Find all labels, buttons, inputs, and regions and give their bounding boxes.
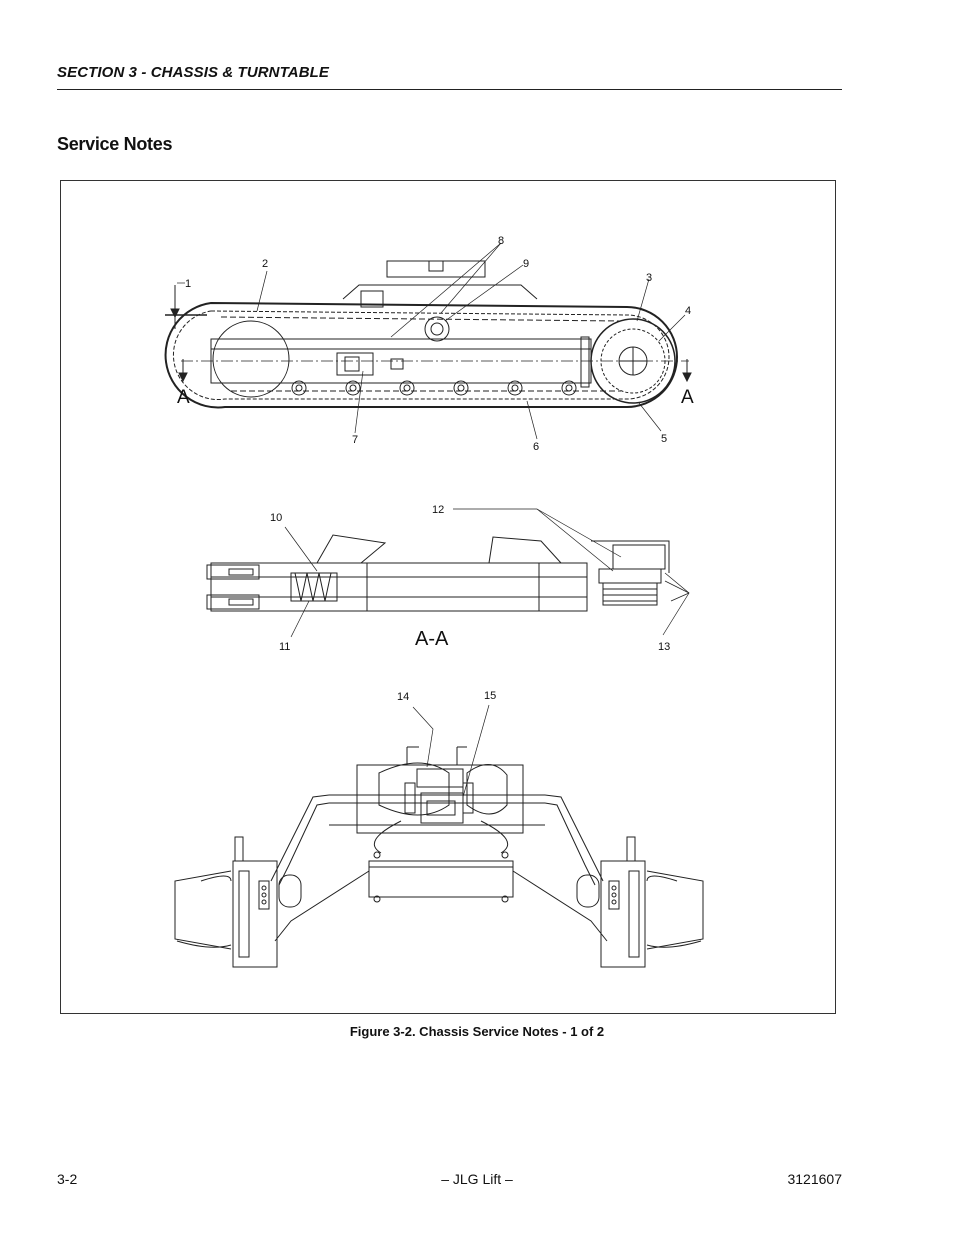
callout-10: 10 [270, 512, 282, 524]
figure-frame: 1 2 3 4 5 6 7 8 9 10 11 12 13 14 15 A A … [60, 180, 836, 1014]
callout-13: 13 [658, 641, 670, 653]
callout-6: 6 [533, 441, 539, 453]
section-mark-left: A [177, 387, 190, 408]
callout-7: 7 [352, 434, 358, 446]
chassis-drawing: 1 2 3 4 5 6 7 8 9 10 11 12 13 14 15 A A … [164, 235, 704, 968]
callout-5: 5 [661, 433, 667, 445]
callout-4: 4 [685, 305, 691, 317]
section-a-a-view [206, 534, 670, 612]
callout-3: 3 [646, 272, 652, 284]
footer-page-number: 3-2 [57, 1171, 78, 1187]
track-side-view [164, 260, 692, 409]
leader-lines-track-view [177, 242, 686, 440]
callout-8: 8 [498, 235, 504, 247]
section-mark-right: A [681, 387, 694, 408]
page-heading: Service Notes [57, 134, 173, 154]
callout-9: 9 [523, 258, 529, 270]
callout-11: 11 [279, 641, 290, 653]
header-rule [57, 89, 842, 90]
footer-publisher: – JLG Lift – [441, 1171, 513, 1187]
callout-15: 15 [484, 690, 496, 702]
callout-2: 2 [262, 258, 268, 270]
callout-labels: 1 2 3 4 5 6 7 8 9 10 11 12 13 14 15 A A … [177, 235, 694, 703]
footer-doc-number: 3121607 [787, 1171, 842, 1187]
leader-lines-section-view [284, 508, 690, 638]
callout-1: 1 [185, 278, 191, 290]
section-header: SECTION 3 - CHASSIS & TURNTABLE [57, 64, 330, 81]
chassis-front-view [174, 746, 704, 968]
callout-12: 12 [432, 504, 444, 516]
callout-14: 14 [397, 691, 409, 703]
leader-lines-front-view [412, 704, 490, 798]
view-label-a-a: A-A [415, 628, 449, 650]
figure-caption: Figure 3-2. Chassis Service Notes - 1 of… [349, 1024, 605, 1039]
